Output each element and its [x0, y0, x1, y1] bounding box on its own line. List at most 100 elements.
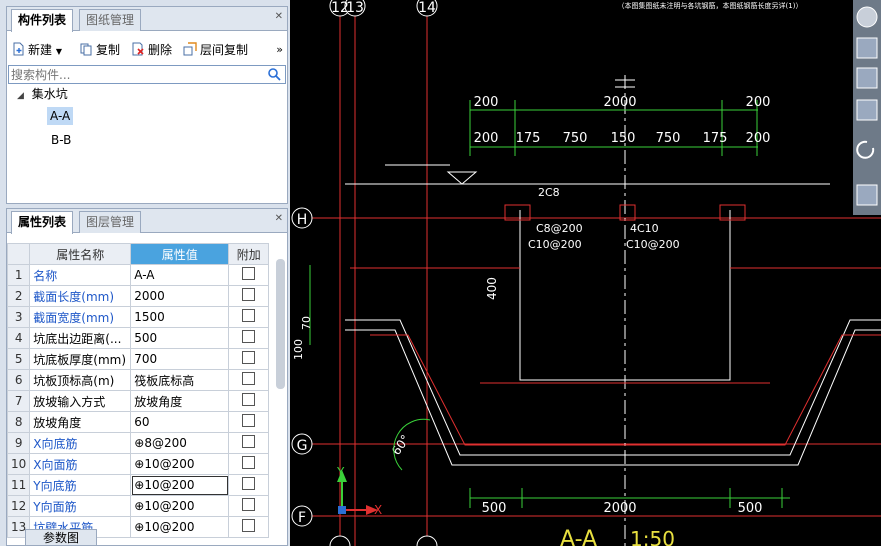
extra-checkbox[interactable] [242, 435, 256, 448]
component-tabbar: 构件列表 图纸管理 ✕ [7, 7, 287, 32]
dim-row2-3: 150 [611, 131, 636, 146]
left-sidebar: 构件列表 图纸管理 ✕ 新建 ▼ 复制 删除 层间复制 » ◢ 集水坑 [0, 0, 290, 546]
tab-property-list[interactable]: 属性列表 [11, 211, 74, 234]
tree-item-b-b[interactable]: B-B [51, 133, 72, 147]
tab-parameter-diagram[interactable]: 参数图 [25, 529, 97, 545]
close-icon[interactable]: ✕ [274, 213, 283, 224]
property-value[interactable]: 2000 [130, 285, 230, 307]
property-value[interactable]: 700 [130, 348, 230, 370]
beam-right [719, 204, 746, 221]
3d-view-icon[interactable] [856, 37, 878, 59]
extra-checkbox[interactable] [242, 477, 256, 490]
property-value[interactable]: 500 [130, 327, 230, 349]
globe-icon[interactable] [856, 6, 878, 28]
property-value[interactable]: A-A [130, 264, 230, 286]
close-icon[interactable]: ✕ [274, 11, 283, 22]
dim-row2-4: 750 [656, 131, 681, 146]
grid-view-icon[interactable] [856, 184, 878, 206]
grid-bubble-14 [416, 0, 438, 17]
row-number: 9 [7, 432, 31, 454]
top-view-icon[interactable] [856, 67, 878, 89]
property-value[interactable]: 1500 [130, 306, 230, 328]
tab-drawing-management[interactable]: 图纸管理 [79, 9, 142, 31]
extra-checkbox[interactable] [242, 330, 256, 343]
extra-cell [228, 306, 270, 328]
dim-left-400: 400 [485, 277, 499, 300]
rebar-label-4c10: 4C10 [630, 222, 659, 235]
tree-item-a-a[interactable]: A-A [47, 107, 74, 125]
property-value[interactable]: ⊕8@200 [130, 432, 230, 454]
property-value[interactable]: ⊕10@200 [130, 495, 230, 517]
dim-row1-left: 200 [474, 95, 499, 110]
copy-button[interactable]: 复制 [79, 41, 120, 59]
dim-row2-1: 175 [516, 131, 541, 146]
grid-label-14: 14 [418, 0, 436, 16]
extra-checkbox[interactable] [242, 414, 256, 427]
search-input[interactable] [11, 66, 261, 83]
extra-checkbox[interactable] [242, 519, 256, 532]
property-value[interactable]: ⊕10@200 [130, 474, 230, 496]
extra-checkbox[interactable] [242, 393, 256, 406]
rebar-annotations: 2C8 C8@200 C10@200 4C10 C10@200 400 100 … [292, 186, 680, 458]
dim-row2-2: 750 [563, 131, 588, 146]
property-value[interactable]: ⊕10@200 [130, 516, 230, 538]
rotate-icon[interactable] [856, 140, 875, 159]
pit-outline [345, 204, 881, 466]
tree-collapse-icon[interactable]: ◢ [17, 91, 24, 101]
dropdown-arrow-icon[interactable]: ▼ [55, 47, 62, 56]
property-value[interactable]: ⊕10@200 [130, 453, 230, 475]
new-file-icon [13, 42, 24, 56]
property-name: 坑底板厚度(mm) [29, 348, 132, 370]
tree-root[interactable]: ◢ 集水坑 [17, 85, 68, 102]
search-icon[interactable] [267, 67, 281, 81]
new-button[interactable]: 新建 ▼ [11, 41, 62, 59]
tab-layer-management[interactable]: 图层管理 [79, 211, 142, 233]
property-name: 放坡输入方式 [29, 390, 132, 412]
extra-checkbox[interactable] [242, 309, 256, 322]
front-view-icon[interactable] [856, 99, 878, 121]
extra-checkbox[interactable] [242, 351, 256, 364]
extra-cell [228, 348, 270, 370]
table-scrollbar[interactable] [276, 259, 285, 389]
floor-copy-button[interactable]: 层间复制 [183, 41, 248, 59]
extra-cell [228, 264, 270, 286]
more-tools-button[interactable]: » [276, 43, 283, 56]
extra-cell [228, 411, 270, 433]
extra-checkbox[interactable] [242, 456, 256, 469]
beam-left [504, 204, 531, 221]
tab-component-list[interactable]: 构件列表 [11, 9, 74, 32]
component-toolbar: 新建 ▼ 复制 删除 层间复制 » [7, 37, 287, 63]
extra-checkbox[interactable] [242, 372, 256, 385]
delete-button[interactable]: 删除 [131, 41, 172, 59]
rebar-label-c10-left: C10@200 [528, 238, 582, 251]
extra-checkbox[interactable] [242, 267, 256, 280]
axis-x-label: X [374, 503, 382, 517]
column-header-value: 属性值 [130, 243, 230, 265]
grid-bubble-h [291, 207, 313, 229]
property-value[interactable]: 筏板底标高 [130, 369, 230, 391]
grid-label-h: H [297, 212, 308, 228]
extra-checkbox[interactable] [242, 288, 256, 301]
grid-bubble-13 [344, 0, 366, 17]
property-value[interactable]: 60 [130, 411, 230, 433]
beam-mid [619, 204, 636, 221]
cad-drawing-canvas[interactable]: 12 13 14 H G F （本图集图纸未注明与各坑钢筋，本图纸钢筋长度另详(… [290, 0, 881, 546]
property-value[interactable]: 放坡角度 [130, 390, 230, 412]
pit-wall [519, 210, 731, 381]
extra-checkbox[interactable] [242, 498, 256, 511]
dim-row2-5: 175 [703, 131, 728, 146]
